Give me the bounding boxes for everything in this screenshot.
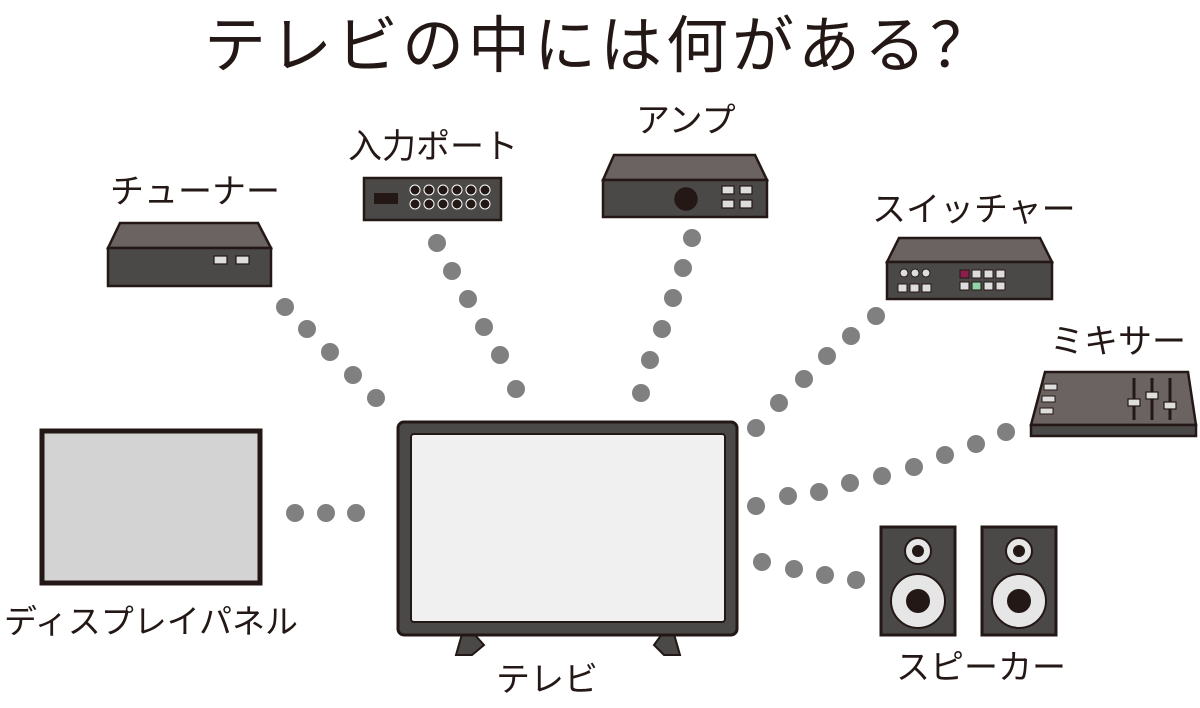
port-hole [465,184,477,196]
connector-dot [785,560,803,578]
tv-device [396,420,739,656]
connector-dot [286,504,304,522]
port-hole [479,198,491,210]
port-hole [479,184,491,196]
mixer-label: ミキサー [1050,322,1186,362]
port-hole [423,198,435,210]
connector-dot [770,394,788,412]
tuner-device [106,221,274,288]
connector-dot [317,504,335,522]
connector-dot [443,262,461,280]
amp-device [601,153,769,219]
connector-dot [344,366,362,384]
connector-dot [428,234,446,252]
port-hole [409,198,421,210]
connector-dot [491,346,509,364]
connector-dot [967,435,985,453]
switcher-device [884,236,1055,301]
connector-dot [321,343,339,361]
connector-dot [298,320,316,338]
page-title: テレビの中には何がある？ [203,9,996,82]
connector-dot [507,380,525,398]
display-panel-device [39,428,263,586]
speaker-label: スピーカー [896,648,1066,688]
connector-dot [816,566,834,584]
input-port-label: 入力ポート [348,127,518,167]
connector-dot [810,483,828,501]
port-hole [451,198,463,210]
connector-dots [276,229,1015,589]
port-hole [409,184,421,196]
port-hole [465,198,477,210]
connector-dot [367,389,385,407]
connector-dot [674,259,692,277]
connector-dot [664,289,682,307]
display-panel-label: ディスプレイパネル [4,602,299,641]
connector-dot [747,419,765,437]
connector-dot [818,347,836,365]
connector-dot [641,351,659,369]
connector-dot [873,467,891,485]
connector-dot [276,298,294,316]
connector-dot [347,504,365,522]
speaker-device [879,525,1058,637]
connector-dot [842,327,860,345]
connector-dot [459,290,477,308]
connector-dot [997,423,1015,441]
connector-dot [847,571,865,589]
amp-label: アンプ [636,101,736,141]
connector-dot [653,320,671,338]
connector-dot [795,370,813,388]
mixer-device [1029,370,1198,438]
connector-dot [632,384,650,402]
connector-dot [475,318,493,336]
tuner-label: チューナー [110,172,280,212]
port-hole [437,184,449,196]
switcher-label: スイッチャー [872,190,1076,230]
connector-dot [841,474,859,492]
tv-label: テレビ [496,660,598,700]
connector-dot [867,307,885,325]
connector-dot [936,446,954,464]
port-hole [423,184,435,196]
connector-dot [753,553,771,571]
port-hole [451,184,463,196]
connector-dot [779,487,797,505]
connector-dot [905,458,923,476]
connector-dot [683,229,701,247]
port-hole [437,198,449,210]
connector-dot [747,497,765,515]
input-port-device [362,176,503,222]
